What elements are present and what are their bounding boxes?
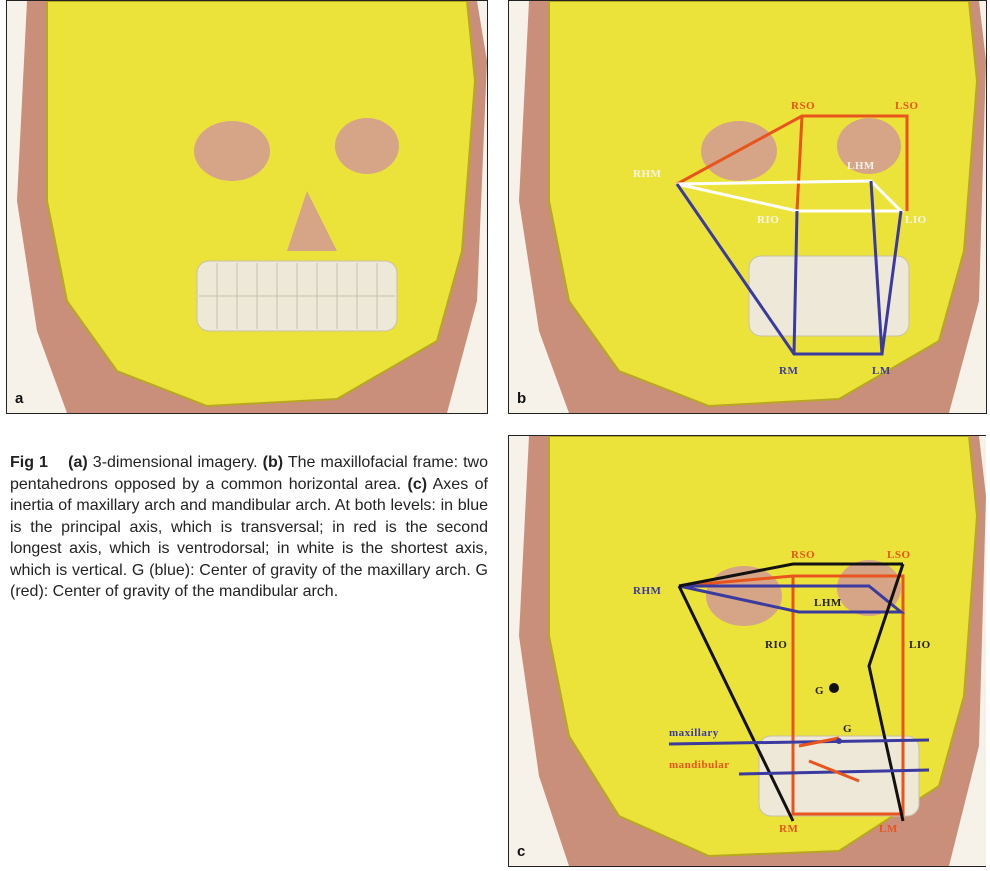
label-lso: LSO: [887, 549, 911, 561]
label-lhm: LHM: [847, 160, 875, 172]
label-lm: LM: [879, 823, 898, 835]
figure-panel-a: a: [6, 0, 488, 414]
caption-a-tag: (a): [68, 454, 88, 471]
label-lso: LSO: [895, 100, 919, 112]
label-g-blue: G: [815, 685, 824, 697]
figure-panel-b: RSO LSO RHM LHM RIO LIO RM LM b: [508, 0, 987, 414]
caption-fig-label: Fig 1: [10, 454, 48, 471]
label-rso: RSO: [791, 549, 815, 561]
skull-axes-illustration-c: RSO LSO RHM LHM RIO LIO G G maxillary ma…: [509, 436, 986, 866]
caption-c-tag: (c): [407, 476, 427, 493]
panel-label-a: a: [15, 390, 23, 407]
skull-frame-illustration-b: RSO LSO RHM LHM RIO LIO RM LM: [509, 1, 986, 413]
label-rso: RSO: [791, 100, 815, 112]
figure-caption: Fig 1 (a) 3-dimensional imagery. (b) The…: [10, 452, 488, 603]
label-rhm: RHM: [633, 585, 662, 597]
label-lio: LIO: [905, 214, 927, 226]
label-maxillary: maxillary: [669, 727, 719, 739]
label-lhm: LHM: [814, 597, 842, 609]
label-rio: RIO: [765, 639, 787, 651]
panel-label-c: c: [517, 843, 525, 860]
caption-a-text: 3-dimensional imagery.: [88, 454, 263, 471]
figure-panel-c: RSO LSO RHM LHM RIO LIO G G maxillary ma…: [508, 435, 986, 867]
label-lio: LIO: [909, 639, 931, 651]
skull-illustration-a: [7, 1, 487, 413]
panel-label-b: b: [517, 390, 526, 407]
label-rhm: RHM: [633, 168, 662, 180]
label-rm: RM: [779, 365, 798, 377]
label-g-red: G: [843, 723, 852, 735]
label-rm: RM: [779, 823, 798, 835]
caption-b-tag: (b): [263, 454, 283, 471]
label-lm: LM: [872, 365, 891, 377]
label-rio: RIO: [757, 214, 779, 226]
label-mandibular: mandibular: [669, 759, 730, 771]
caption-c-text: Axes of inertia of maxillary arch and ma…: [10, 476, 488, 601]
